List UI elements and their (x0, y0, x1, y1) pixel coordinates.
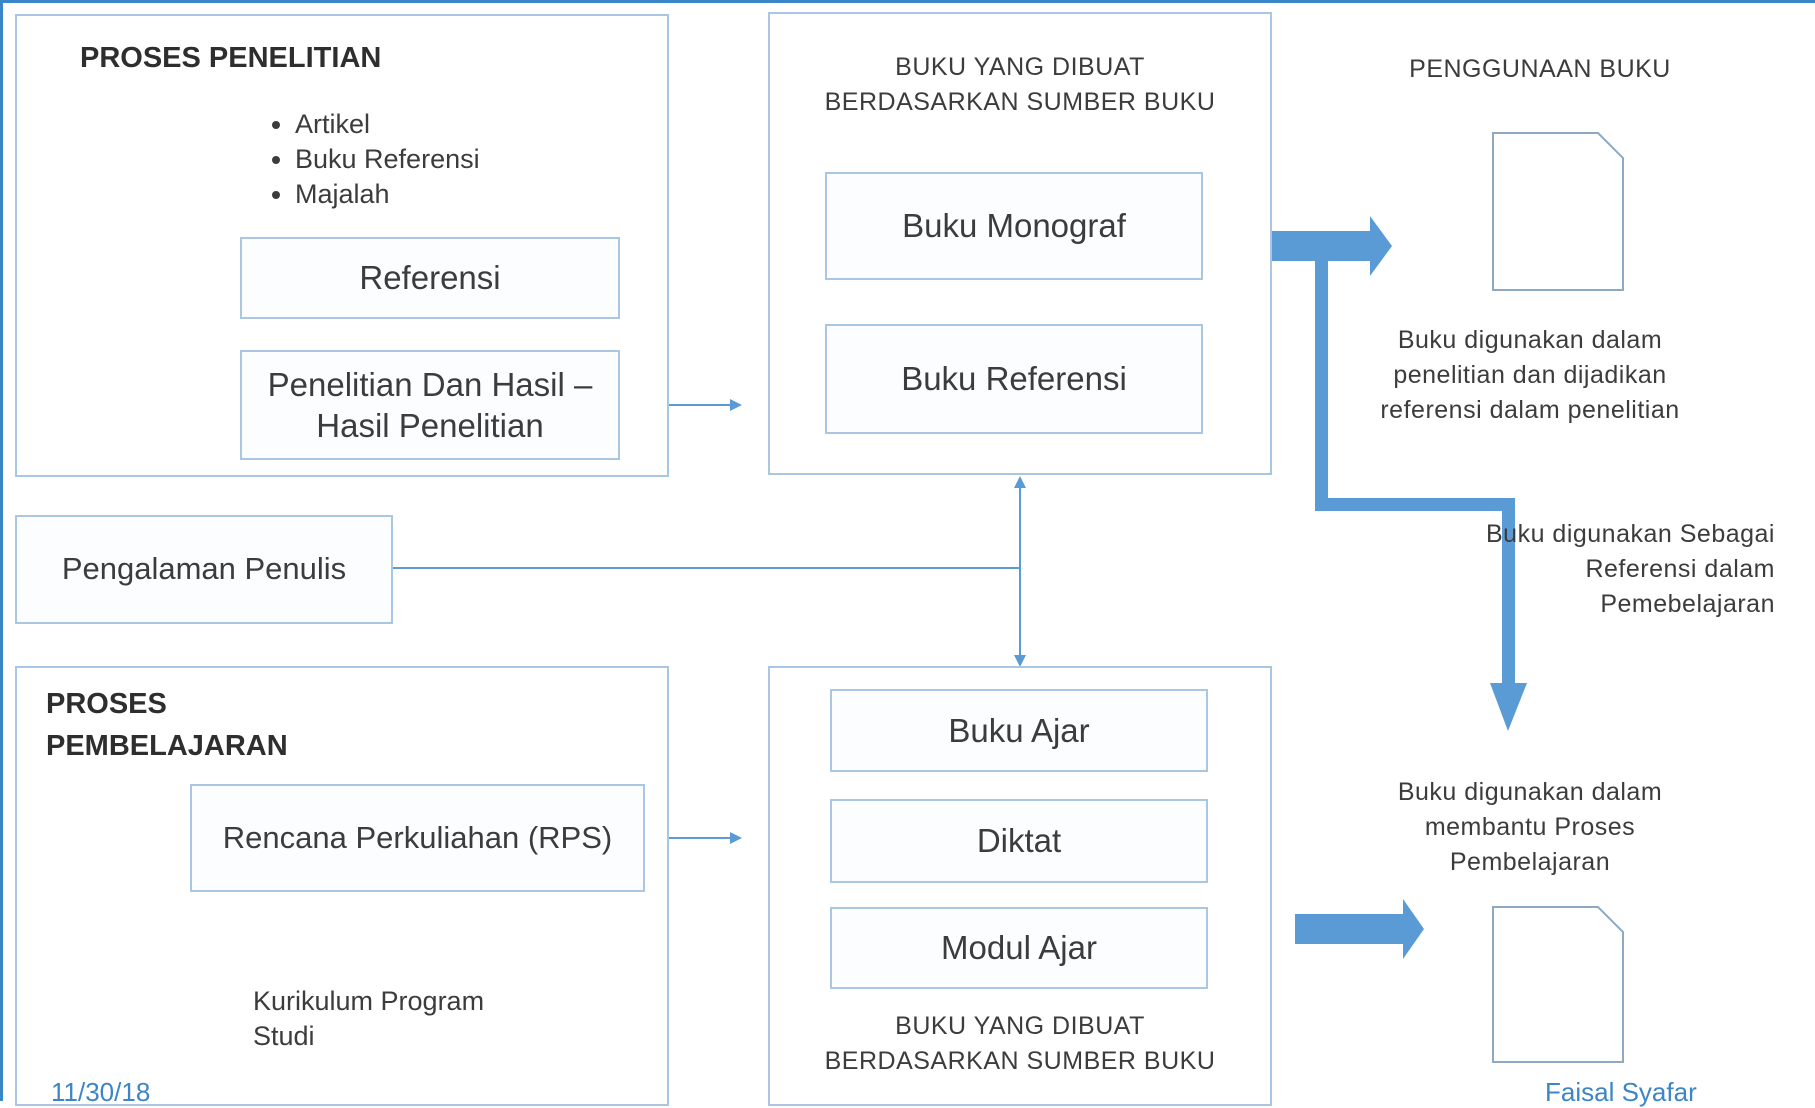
thick-arrow-bottom-shaft (1295, 914, 1405, 944)
page-icon-research (1492, 132, 1624, 291)
footer-date: 11/30/18 (51, 1077, 151, 1107)
kurikulum-label: Kurikulum Program Studi (253, 986, 485, 1051)
rps-box: Rencana Perkuliahan (RPS) (190, 784, 645, 892)
source-item: Buku Referensi (295, 142, 480, 177)
pengalaman-penulis-box: Pengalaman Penulis (15, 515, 393, 624)
frame-top-border (0, 0, 1815, 3)
buku-monograf-box: Buku Monograf (825, 172, 1203, 280)
source-item: Majalah (295, 177, 480, 212)
research-process-title: PROSES PENELITIAN (80, 42, 382, 74)
usage-reference-caption: Buku digunakan Sebagai Referensi dalam P… (1485, 520, 1775, 618)
buku-referensi-box: Buku Referensi (825, 324, 1203, 434)
top-center-caption: BUKU YANG DIBUAT BERDASARKAN SUMBER BUKU (824, 53, 1216, 116)
research-sources-list: Artikel Buku Referensi Majalah (245, 107, 480, 212)
penelitian-box: Penelitian Dan Hasil – Hasil Penelitian (240, 350, 620, 460)
bottom-center-caption: BUKU YANG DIBUAT BERDASARKAN SUMBER BUKU (824, 1012, 1216, 1075)
footer-author: Faisal Syafar (1545, 1077, 1697, 1107)
thick-arrow-bottom-head (1403, 899, 1424, 959)
elbow-arrow-horizontal (1315, 498, 1515, 511)
buku-ajar-box: Buku Ajar (830, 689, 1208, 772)
modul-ajar-box: Modul Ajar (830, 907, 1208, 989)
elbow-arrow-head (1490, 683, 1527, 731)
learning-process-title: PROSES PEMBELAJARAN (46, 688, 288, 763)
thick-arrow-top-head (1370, 216, 1392, 276)
frame-left-border (0, 0, 3, 1101)
elbow-arrow-vertical-1 (1315, 246, 1328, 511)
page-icon-learning (1492, 906, 1624, 1063)
elbow-arrow-vertical-2 (1502, 498, 1515, 698)
diktat-box: Diktat (830, 799, 1208, 883)
usage-learning-caption: Buku digunakan dalam membantu Proses Pem… (1397, 778, 1663, 876)
usage-title: PENGGUNAAN BUKU (1409, 55, 1671, 83)
usage-research-caption: Buku digunakan dalam penelitian dan dija… (1380, 326, 1680, 424)
referensi-box: Referensi (240, 237, 620, 319)
source-item: Artikel (295, 107, 480, 142)
